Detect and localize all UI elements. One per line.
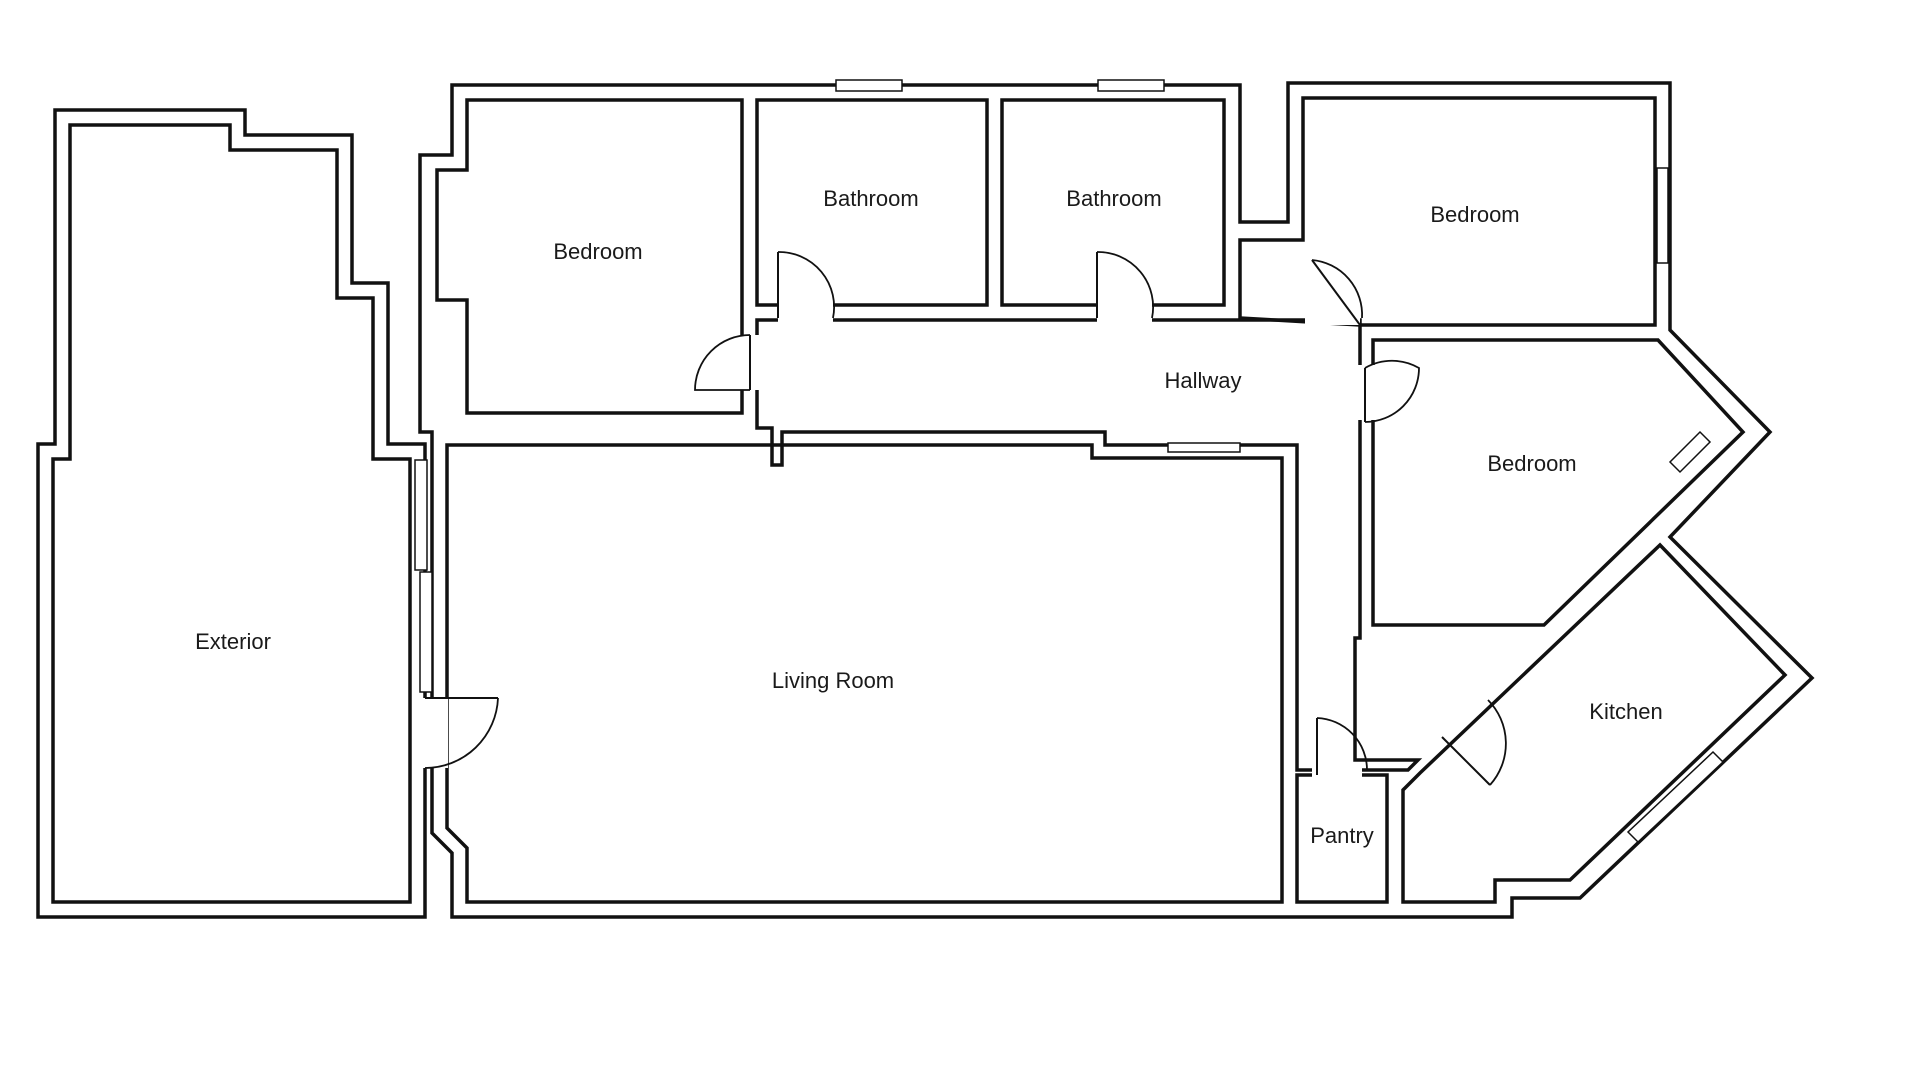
living-room-walls [445, 443, 1284, 904]
windows [414, 79, 1725, 844]
hallway-walls [755, 318, 1423, 772]
bathroom-1-walls [755, 98, 989, 307]
door-bedroom-3 [1355, 359, 1420, 423]
label-bedroom-2: Bedroom [1430, 202, 1519, 227]
door-kitchen [1441, 699, 1507, 786]
building-outer-wall [418, 81, 1815, 919]
building-shell [418, 81, 1815, 919]
label-bedroom-3: Bedroom [1487, 451, 1576, 476]
door-living-room [418, 697, 499, 769]
window-bedroom-3 [1668, 430, 1712, 474]
exterior-inner-wall [51, 123, 412, 904]
label-exterior: Exterior [195, 629, 271, 654]
bedroom-1-walls [435, 98, 744, 415]
window-bathroom-1 [835, 79, 903, 92]
label-living-room: Living Room [772, 668, 894, 693]
door-pantry [1312, 717, 1368, 783]
kitchen [1401, 542, 1788, 904]
exterior-outer-wall [36, 108, 427, 919]
window-bathroom-2 [1097, 79, 1165, 92]
hallway [755, 318, 1423, 772]
window-bedroom-2 [1656, 167, 1669, 264]
kitchen-walls [1401, 542, 1788, 904]
window-kitchen [1626, 750, 1725, 844]
door-bedroom-2 [1305, 259, 1363, 326]
doors [418, 251, 1507, 786]
label-kitchen: Kitchen [1589, 699, 1662, 724]
room-labels: Exterior Bedroom Bathroom Bathroom Bedro… [195, 186, 1663, 848]
bedroom-3 [1371, 338, 1746, 627]
bathroom-1 [755, 98, 989, 307]
bedroom-3-walls [1371, 338, 1746, 627]
door-bathroom-1 [777, 251, 835, 325]
label-bedroom-1: Bedroom [553, 239, 642, 264]
label-pantry: Pantry [1310, 823, 1374, 848]
window-exterior-side [414, 459, 428, 571]
window-living-room-top [1167, 442, 1241, 453]
label-hallway: Hallway [1164, 368, 1241, 393]
bedroom-1 [435, 98, 744, 415]
living-room [445, 443, 1284, 904]
label-bathroom-2: Bathroom [1066, 186, 1161, 211]
label-bathroom-1: Bathroom [823, 186, 918, 211]
exterior-area [36, 108, 427, 919]
door-bedroom-1 [694, 334, 760, 391]
window-living-room-left [419, 571, 433, 693]
door-bathroom-2 [1096, 251, 1154, 325]
